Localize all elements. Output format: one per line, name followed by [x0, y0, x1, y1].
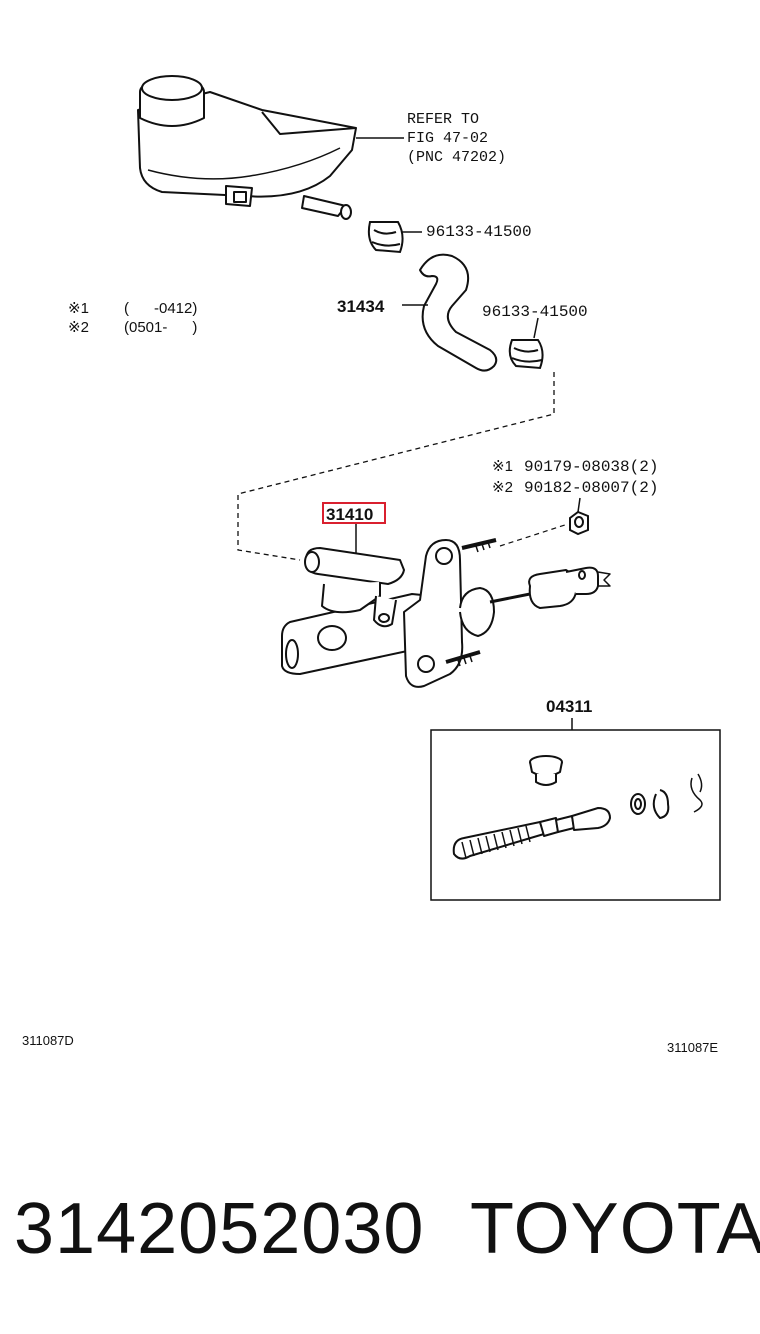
note2-mark: ※2	[68, 319, 89, 336]
upper-clamp	[367, 221, 404, 254]
lower-clamp-leader	[533, 317, 539, 339]
nut-leader	[577, 497, 581, 513]
lower-clamp	[508, 339, 544, 370]
footer-brand: TOYOTA	[470, 1189, 760, 1269]
nut1-part-number: 90179-08038(2)	[524, 458, 658, 476]
hose-connection-dashed-line	[237, 372, 555, 561]
hose	[419, 253, 498, 372]
master-cylinder-part-number: 31410	[326, 505, 373, 524]
footer: 3142052030 TOYOTA	[0, 1188, 760, 1278]
refer-label-line3: (PNC 47202)	[407, 149, 506, 166]
master-cylinder-label-highlight	[322, 502, 386, 524]
figure-code-right: 311087E	[667, 1040, 718, 1055]
note1-mark: ※1	[68, 300, 89, 317]
stud-dashed-line	[499, 523, 569, 547]
refer-label-line2: FIG 47-02	[407, 130, 488, 147]
upper-clamp-part-number: 96133-41500	[426, 223, 532, 241]
footer-part-number: 3142052030	[14, 1189, 425, 1269]
repair-kit-part-number: 04311	[546, 697, 592, 716]
nut2-part-number: 90182-08007(2)	[524, 479, 658, 497]
refer-label-line1: REFER TO	[407, 111, 479, 128]
lower-clamp-part-number: 96133-41500	[482, 303, 588, 321]
hose-part-number: 31434	[337, 297, 385, 316]
figure-code-left: 311087D	[22, 1033, 74, 1048]
master-cylinder	[281, 538, 611, 688]
repair-kit-parts	[452, 755, 703, 860]
repair-kit-box	[430, 729, 721, 901]
nut	[569, 510, 589, 536]
nut1-mark: ※1	[492, 458, 513, 475]
reservoir-tank	[137, 75, 357, 220]
nut2-mark: ※2	[492, 479, 513, 496]
note1-range: ( -0412)	[124, 300, 197, 317]
note2-range: (0501- )	[124, 319, 197, 336]
